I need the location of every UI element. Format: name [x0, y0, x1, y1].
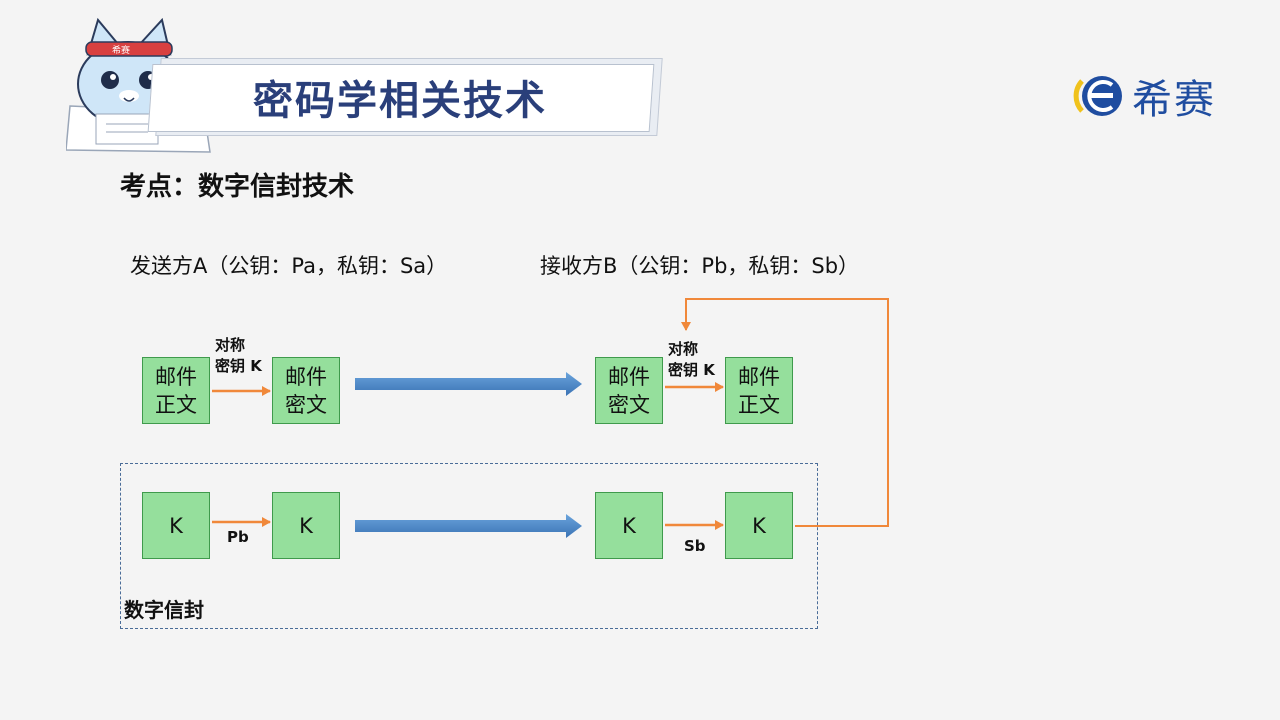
- key-box-sender: K: [142, 492, 210, 559]
- page-title: 密码学相关技术: [253, 78, 547, 124]
- mascot-badge-text: 希赛: [112, 46, 131, 56]
- symmetric-key-label-encrypt: 对称 密钥 K: [215, 336, 262, 375]
- private-key-label: Sb: [684, 537, 706, 555]
- envelope-label: 数字信封: [124, 598, 204, 622]
- mail-ciphertext-box-sender: 邮件 密文: [272, 357, 340, 424]
- section-title: 考点：数字信封技术: [120, 172, 355, 202]
- logo-e-icon: [1073, 76, 1122, 116]
- symmetric-key-label-decrypt: 对称 密钥 K: [668, 340, 715, 379]
- logo-text: 希赛: [1132, 77, 1216, 123]
- receiver-label: 接收方B（公钥：Pb，私钥：Sb）: [540, 254, 860, 278]
- mail-plaintext-box-sender: 邮件 正文: [142, 357, 210, 424]
- mail-plaintext-box-receiver: 邮件 正文: [725, 357, 793, 424]
- transfer-arrow-bottom: [355, 514, 582, 538]
- encrypted-key-box-sender: K: [272, 492, 340, 559]
- digital-envelope-frame: [120, 463, 818, 629]
- transfer-arrow-top: [355, 372, 582, 396]
- key-feedback-arrow: [681, 298, 889, 527]
- brand-logo: 希赛: [1072, 70, 1242, 123]
- encrypted-key-box-receiver: K: [595, 492, 663, 559]
- mail-ciphertext-box-receiver: 邮件 密文: [595, 357, 663, 424]
- sender-label: 发送方A（公钥：Pa，私钥：Sa）: [130, 254, 448, 278]
- key-box-receiver: K: [725, 492, 793, 559]
- public-key-label: Pb: [227, 528, 249, 546]
